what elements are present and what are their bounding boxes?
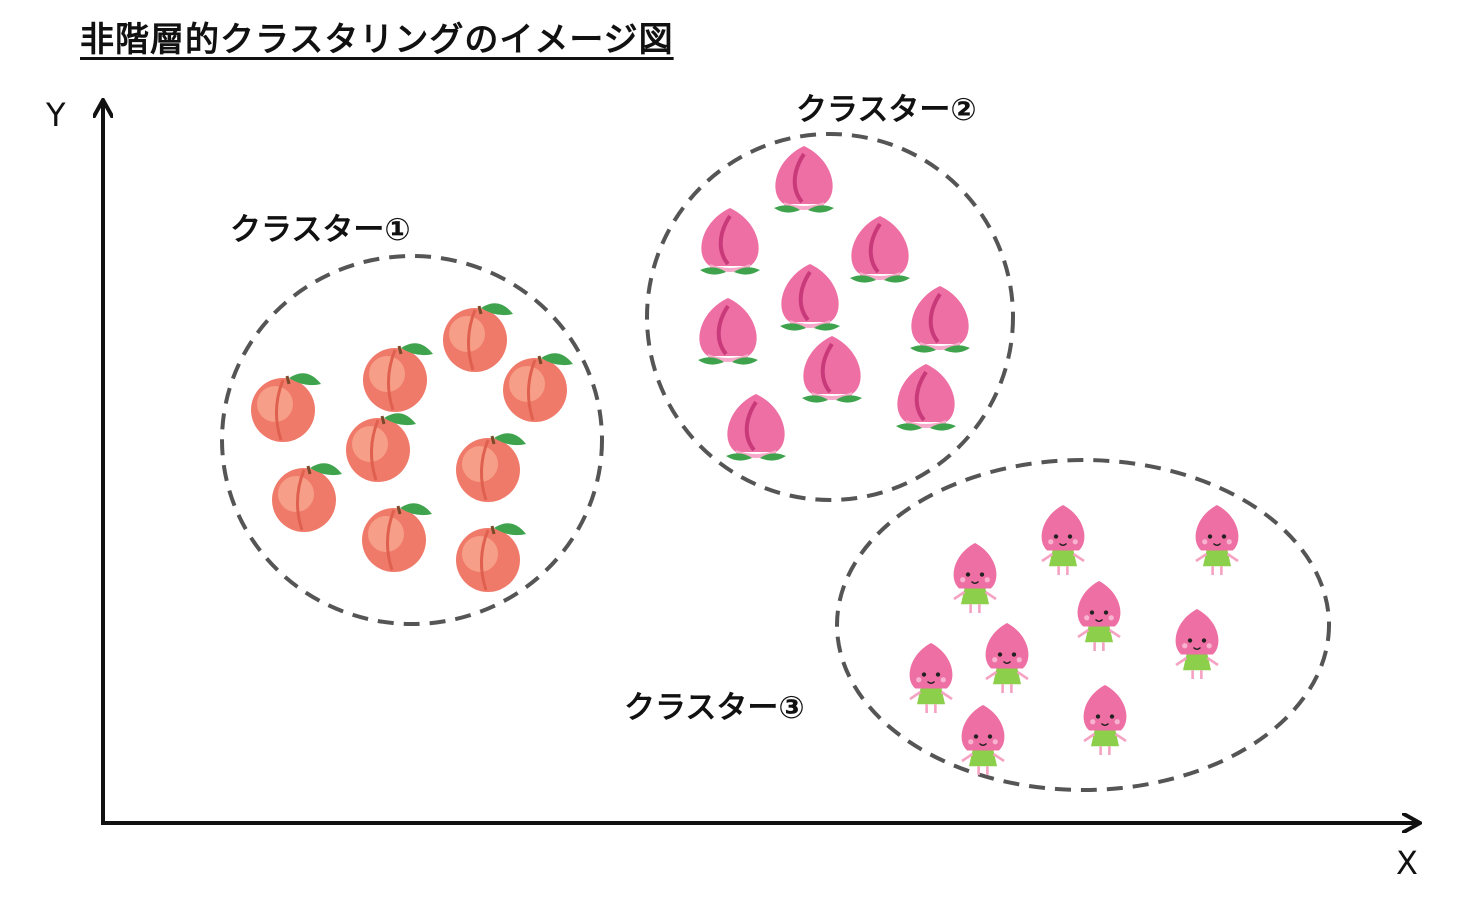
peach-fruit-icon [344,411,418,484]
momo-peach-icon [778,262,842,333]
peach-fruit-icon [454,431,528,504]
cluster-3-boundary [835,458,1331,792]
peach-character-icon [1082,683,1128,757]
cluster-1-label: クラスター① [230,212,411,248]
y-axis-label: Y [45,96,66,134]
cluster-3-label: クラスター③ [624,690,805,726]
peach-character-icon [984,621,1030,695]
cluster-2-members [696,144,972,463]
peach-character-icon [960,703,1006,777]
momo-peach-icon [894,362,958,433]
peach-character-icon [1076,579,1122,653]
peach-fruit-icon [249,371,323,444]
momo-peach-icon [908,284,972,355]
page-title: 非階層的クラスタリングのイメージ図 [80,20,674,60]
cluster-1-boundary [220,254,604,626]
peach-character-icon [908,641,954,715]
peach-fruit-icon [361,341,435,414]
peach-fruit-icon [360,501,434,574]
peach-character-icon [952,541,998,615]
peach-character-icon [1194,503,1240,577]
momo-peach-icon [800,334,864,405]
cluster-1-members [249,301,575,594]
x-axis-label: X [1396,844,1418,882]
momo-peach-icon [772,144,836,215]
peach-fruit-icon [454,521,528,594]
momo-peach-icon [696,296,760,367]
momo-peach-icon [698,206,762,277]
momo-peach-icon [848,214,912,285]
peach-fruit-icon [441,301,515,374]
cluster-2-boundary [645,132,1015,502]
peach-fruit-icon [501,351,575,424]
momo-peach-icon [724,392,788,463]
peach-character-icon [1040,503,1086,577]
cluster-2-label: クラスター② [796,92,977,128]
cluster-3-members [908,503,1240,777]
peach-character-icon [1174,607,1220,681]
peach-fruit-icon [270,461,344,534]
